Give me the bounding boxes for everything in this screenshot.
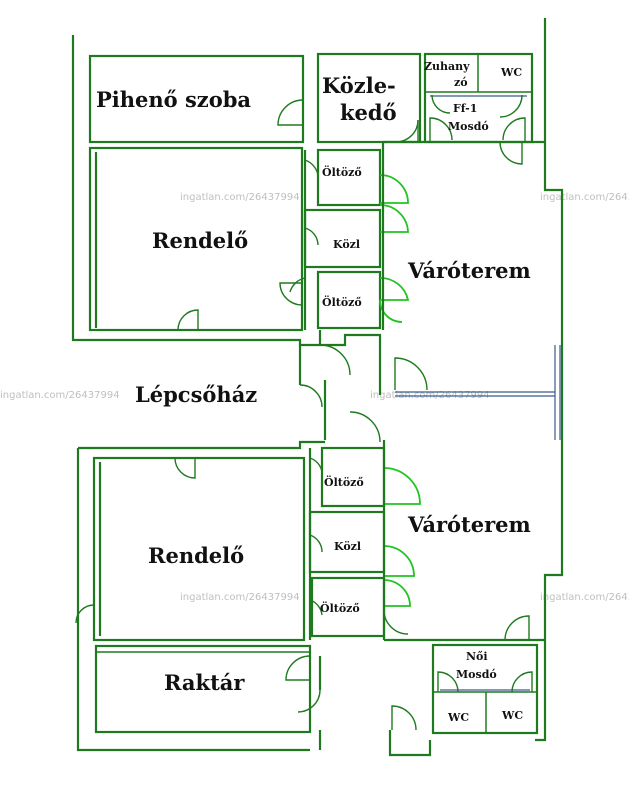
room-raktar: Raktár [94,644,322,734]
room-lepcsohaz: Lépcsőház [78,330,382,450]
room-label-lepcsohaz: Lépcsőház [135,382,257,407]
room-label-oltozo-3: Öltöző [324,475,364,489]
room-label-varoterem-bottom: Váróterem [407,512,531,537]
doors-highlight-top [379,174,410,323]
room-piheno-szoba: Pihenő szoba [88,54,305,144]
room-wet-block-top: Zuhany zó WC Ff-1 Mosdó [423,52,534,144]
room-rendelo-bottom: Rendelő [75,456,306,642]
room-wet-block-bottom: Női Mosdó WC WC [431,643,539,735]
room-label-varoterem-top: Váróterem [407,258,531,283]
room-column-top: Öltöző Közl Öltöző [289,148,382,330]
room-varoterem-bottom: Váróterem [382,440,545,642]
watermark: ingatlan.com/26437994 [180,192,300,203]
room-label-raktar: Raktár [164,670,245,695]
room-label-zuhanyzo-line1: Zuhany [424,60,470,73]
room-label-kozlekedo-line2: kedő [340,100,397,125]
room-kozlekedo: Közle- kedő [316,52,422,144]
outer-walls [71,18,564,757]
room-label-oltozo-2: Öltöző [322,295,362,309]
room-rendelo-top: Rendelő [88,146,304,332]
room-label-rendelo-bottom: Rendelő [148,543,244,568]
watermark: ingatlan.com/26437994 [0,390,120,401]
room-label-oltozo-1: Öltöző [322,165,362,179]
door-entrance [391,705,417,731]
room-label-wc-bottom-left: WC [447,711,469,724]
doors-highlight-bottom [383,467,421,635]
room-label-kozlekedo-line1: Közle- [322,73,396,98]
watermark: ingatlan.com/26437994 [540,592,629,603]
room-label-kozl-1: Közl [333,238,360,251]
room-label-wc-top: WC [500,66,522,79]
room-label-wc-bottom-right: WC [501,709,523,722]
room-label-zuhanyzo-line2: zó [454,76,468,89]
room-label-oltozo-4: Öltöző [320,601,360,615]
watermark: ingatlan.com/26437994 [540,192,629,203]
room-label-noi-mosdo-line2: Mosdó [456,668,497,681]
room-column-bottom: Öltöző Közl Öltöző [308,446,386,640]
room-label-ff-mosdo-line2: Mosdó [448,120,489,133]
room-varoterem-top: Váróterem [381,140,561,440]
watermark: ingatlan.com/26437994 [180,592,300,603]
room-label-kozl-2: Közl [334,540,361,553]
room-label-piheno-szoba: Pihenő szoba [96,87,251,112]
room-label-rendelo-top: Rendelő [152,228,248,253]
room-label-ff-mosdo-line1: Ff-1 [453,102,477,115]
room-label-noi-mosdo-line1: Női [466,650,488,663]
